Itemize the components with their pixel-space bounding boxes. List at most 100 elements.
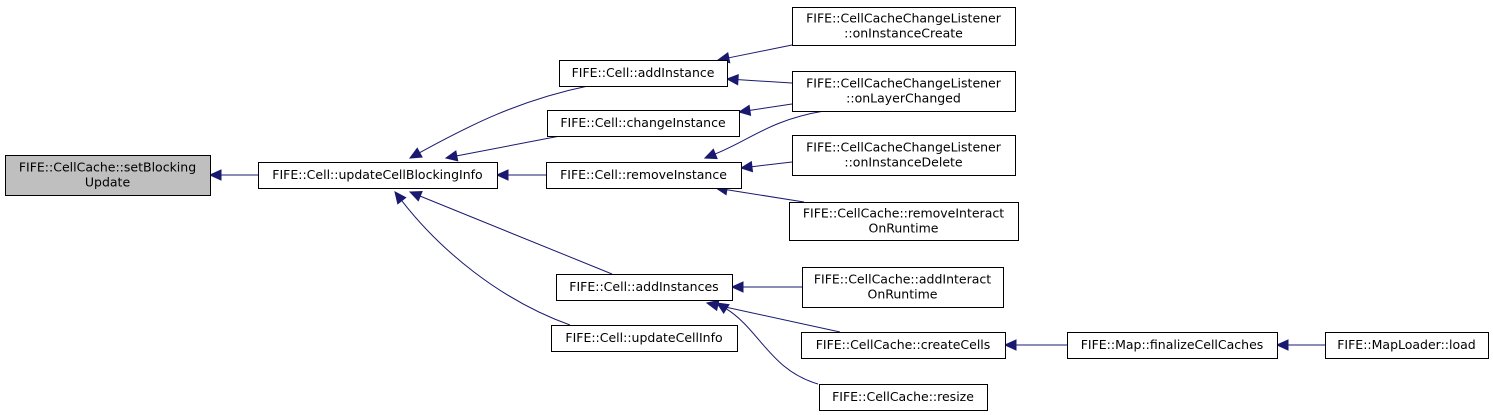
graph-node[interactable]: FIFE::Cell::addInstances	[556, 274, 733, 301]
edge-n11-to-n5	[730, 281, 802, 293]
arrowhead-icon	[703, 148, 718, 160]
node-label: FIFE::CellCacheChangeListener	[806, 11, 1002, 26]
edge-line	[749, 103, 793, 111]
arrowhead-icon	[208, 169, 222, 181]
node-label: FIFE::CellCache::setBlocking	[19, 160, 196, 175]
edge-line	[419, 85, 589, 154]
node-box	[792, 7, 1016, 46]
edge-n12-to-n5	[705, 299, 841, 333]
edge-n2-to-n1	[408, 85, 589, 159]
arrowhead-icon	[730, 281, 744, 293]
node-box	[546, 162, 742, 189]
node-label: FIFE::Cell::removeInstance	[560, 167, 727, 182]
edge-n13-to-n5	[715, 302, 819, 385]
node-label: ::onInstanceDelete	[844, 155, 963, 170]
node-box	[802, 267, 1004, 308]
node-label: FIFE::MapLoader::load	[1337, 337, 1476, 352]
edge-line	[726, 308, 819, 385]
node-label: FIFE::CellCache::createCells	[816, 337, 991, 352]
edge-line	[751, 161, 793, 168]
edge-line	[715, 110, 825, 155]
node-label: FIFE::Cell::changeInstance	[560, 115, 726, 130]
edge-line	[717, 304, 841, 333]
edge-n8-to-n4	[703, 110, 825, 160]
edge-n14-to-n12	[1003, 339, 1067, 351]
node-box	[792, 135, 1016, 176]
node-label: FIFE::Cell::addInstance	[572, 65, 715, 80]
edge-line	[726, 189, 805, 203]
graph-node[interactable]: FIFE::Map::finalizeCellCaches	[1067, 332, 1278, 359]
edge-n1-to-root	[208, 169, 258, 181]
node-label: FIFE::CellCache::removeInteract	[803, 206, 1004, 221]
edge-line	[456, 135, 561, 157]
node-label: FIFE::CellCache::addInteract	[814, 272, 991, 287]
node-box	[792, 71, 1016, 112]
node-box	[551, 325, 738, 352]
edge-n9-to-n4	[739, 160, 793, 173]
arrowhead-icon	[408, 190, 423, 202]
arrowhead-icon	[495, 169, 509, 181]
node-label: OnRuntime	[868, 287, 938, 302]
edge-n5-to-n1	[408, 190, 613, 275]
graph-node[interactable]: FIFE::CellCache::resize	[819, 384, 988, 411]
edge-n7-to-n2	[716, 44, 793, 64]
node-label: FIFE::Cell::addInstances	[569, 279, 718, 294]
arrowhead-icon	[725, 73, 739, 86]
node-box	[819, 384, 988, 411]
graph-node[interactable]: FIFE::CellCacheChangeListener::onLayerCh…	[792, 71, 1016, 112]
arrowhead-icon	[1275, 339, 1289, 351]
node-label: ::onLayerChanged	[846, 91, 961, 106]
edge-n8-to-n2	[725, 73, 793, 86]
node-label: FIFE::CellCacheChangeListener	[806, 140, 1002, 155]
node-box	[556, 274, 733, 301]
node-box	[789, 202, 1019, 241]
arrowhead-icon	[444, 150, 459, 162]
node-label: FIFE::Cell::updateCellBlockingInfo	[272, 167, 482, 182]
node-label: FIFE::Cell::updateCellInfo	[565, 330, 722, 345]
node-box	[547, 110, 740, 137]
edge-line	[420, 195, 613, 275]
arrowhead-icon	[394, 191, 407, 205]
node-box	[1067, 332, 1278, 359]
graph-node[interactable]: FIFE::CellCacheChangeListener::onInstanc…	[792, 135, 1016, 176]
graph-node[interactable]: FIFE::CellCache::createCells	[801, 332, 1006, 359]
edge-n3-to-n1	[444, 135, 561, 162]
edges-layer	[208, 44, 1325, 385]
node-box	[258, 162, 498, 189]
arrowhead-icon	[1003, 339, 1017, 351]
graph-node[interactable]: FIFE::Cell::removeInstance	[546, 162, 742, 189]
graph-node[interactable]: FIFE::Cell::updateCellInfo	[551, 325, 738, 352]
arrowhead-icon	[408, 147, 423, 159]
graph-node[interactable]: FIFE::Cell::addInstance	[559, 60, 728, 87]
edge-n6-to-n1	[394, 191, 571, 326]
edge-n15-to-n14	[1275, 339, 1325, 351]
arrowhead-icon	[737, 104, 752, 116]
edge-line	[737, 79, 793, 84]
edge-line	[728, 44, 793, 59]
node-label: FIFE::CellCache::resize	[832, 389, 974, 404]
graph-node[interactable]: FIFE::Cell::changeInstance	[547, 110, 740, 137]
graph-node[interactable]: FIFE::Cell::updateCellBlockingInfo	[258, 162, 498, 189]
arrowhead-icon	[715, 302, 730, 315]
node-label: FIFE::Map::finalizeCellCaches	[1081, 337, 1264, 352]
node-label: OnRuntime	[869, 221, 939, 236]
edge-line	[401, 200, 571, 326]
node-label: FIFE::CellCacheChangeListener	[806, 76, 1002, 91]
graph-node[interactable]: FIFE::MapLoader::load	[1325, 332, 1489, 359]
arrowhead-icon	[739, 160, 754, 173]
edge-n8-to-n3	[737, 103, 793, 116]
node-box	[559, 60, 728, 87]
node-box	[1325, 332, 1489, 359]
node-box	[5, 155, 211, 196]
node-label: Update	[85, 175, 131, 190]
graph-node[interactable]: FIFE::CellCacheChangeListener::onInstanc…	[792, 7, 1016, 46]
node-label: ::onInstanceCreate	[844, 26, 963, 41]
edge-n4-to-n1	[495, 169, 546, 181]
node-box	[801, 332, 1006, 359]
arrowhead-icon	[705, 299, 720, 312]
